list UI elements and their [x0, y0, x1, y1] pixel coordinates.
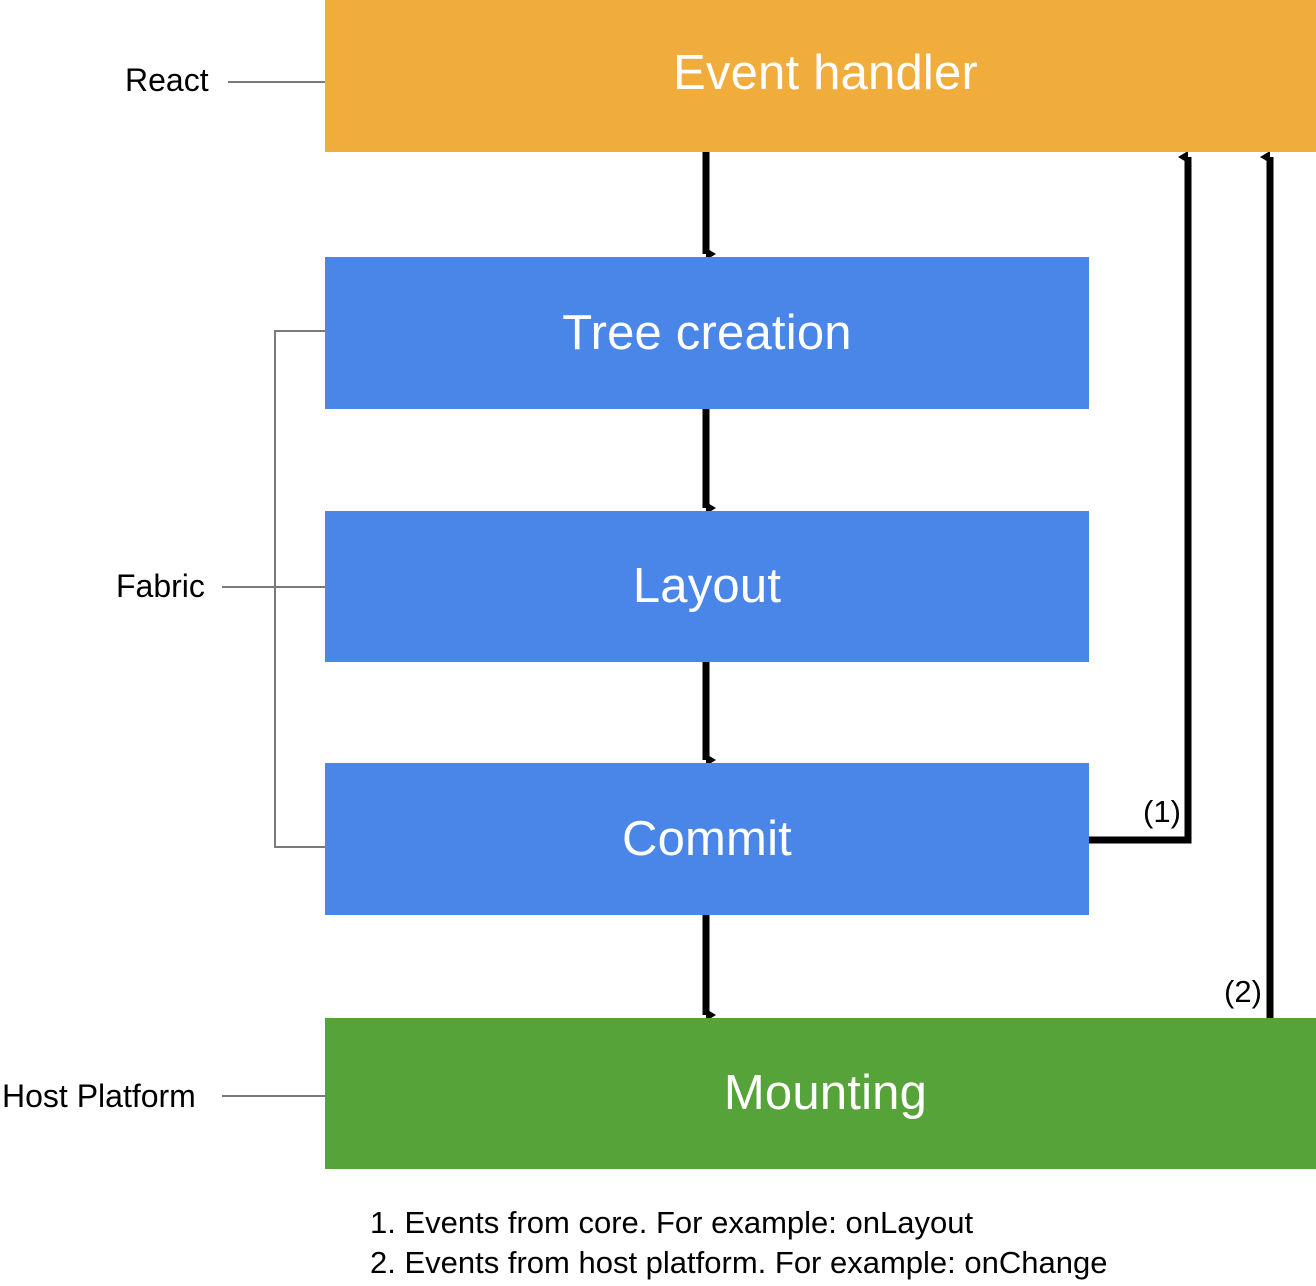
node-event-handler-label: Event handler: [673, 45, 978, 100]
node-tree-creation-label: Tree creation: [562, 305, 852, 360]
node-commit-label: Commit: [622, 811, 792, 866]
node-commit[interactable]: Commit: [325, 763, 1089, 915]
layer-label-host-platform: Host Platform: [2, 1078, 196, 1114]
footnotes: 1. Events from core. For example: onLayo…: [370, 1203, 1107, 1283]
node-layout-label: Layout: [632, 559, 782, 613]
node-layout[interactable]: Layout: [325, 511, 1089, 662]
edge-marker-1: (1): [1143, 794, 1181, 829]
node-mounting-label: Mounting: [723, 1066, 928, 1120]
edge-marker-2: (2): [1224, 974, 1262, 1009]
footnote-2: 2. Events from host platform. For exampl…: [370, 1245, 1108, 1280]
fabric-bracket: [274, 330, 325, 848]
node-event-handler[interactable]: Event handler: [325, 0, 1316, 152]
edge-commit-to-event-handler: [1089, 151, 1192, 844]
node-mounting[interactable]: Mounting: [325, 1018, 1316, 1169]
layer-label-react: React: [125, 62, 209, 98]
node-tree-creation[interactable]: Tree creation: [325, 257, 1089, 409]
layer-label-fabric: Fabric: [116, 568, 205, 604]
footnote-1: 1. Events from core. For example: onLayo…: [370, 1205, 974, 1240]
